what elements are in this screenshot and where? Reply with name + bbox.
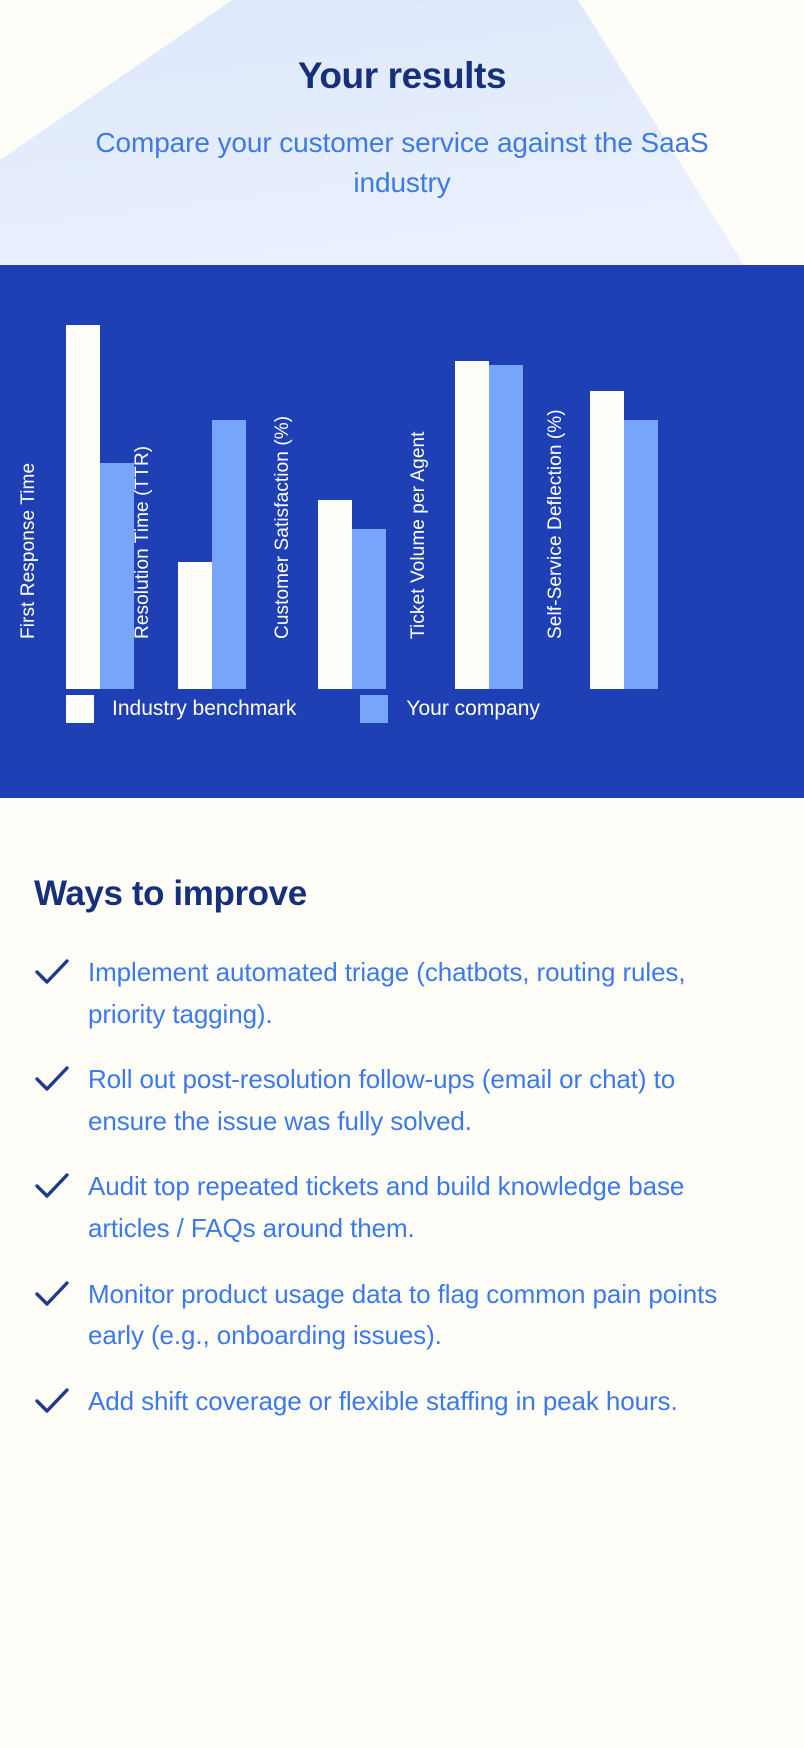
bar-group-label: Customer Satisfaction (%) xyxy=(272,415,293,639)
chart-legend: Industry benchmark Your company xyxy=(66,695,540,723)
bar-group xyxy=(318,325,386,689)
bar-industry-benchmark xyxy=(178,562,212,689)
bar-industry-benchmark xyxy=(318,500,352,689)
bar-group xyxy=(66,325,134,689)
page-subtitle: Compare your customer service against th… xyxy=(95,126,709,199)
benchmark-chart-panel: First Response Time Resolution Time (TTR)… xyxy=(0,265,804,798)
header-text-block: Your results Compare your customer servi… xyxy=(0,0,804,204)
legend-item: Your company xyxy=(360,695,540,723)
bar-your-company xyxy=(100,463,134,689)
improvement-tip-text: Monitor product usage data to flag commo… xyxy=(88,1278,718,1351)
bar-group-label: First Response Time xyxy=(18,462,39,639)
bar-group-label: Resolution Time (TTR) xyxy=(132,445,153,639)
bar-industry-benchmark xyxy=(455,361,489,689)
page-title: Your results xyxy=(297,55,507,96)
bar-industry-benchmark xyxy=(66,325,100,689)
improvement-tip-text: Roll out post-resolution follow-ups (ema… xyxy=(88,1064,676,1136)
legend-swatch-benchmark xyxy=(66,695,94,723)
check-icon xyxy=(34,952,88,986)
list-item: Audit top repeated tickets and build kno… xyxy=(34,1166,770,1249)
section-title: Ways to improve xyxy=(34,874,307,913)
list-item: Monitor product usage data to flag commo… xyxy=(34,1274,770,1357)
bar-your-company xyxy=(212,420,246,689)
improvement-tip-text: Audit top repeated tickets and build kno… xyxy=(88,1171,685,1243)
bar-group xyxy=(590,325,658,689)
check-icon xyxy=(34,1274,88,1308)
legend-label: Your company xyxy=(406,697,540,720)
header-background-shape xyxy=(0,0,744,265)
legend-swatch-company xyxy=(360,695,389,723)
bar-chart: First Response Time Resolution Time (TTR)… xyxy=(0,265,804,689)
legend-item: Industry benchmark xyxy=(66,695,296,723)
ways-to-improve-section: Ways to improve Implement automated tria… xyxy=(0,798,804,1423)
bar-your-company xyxy=(624,420,658,689)
check-icon xyxy=(34,1059,88,1093)
results-header: Your results Compare your customer servi… xyxy=(0,0,804,265)
list-item: Roll out post-resolution follow-ups (ema… xyxy=(34,1059,770,1142)
improvement-tips-list: Implement automated triage (chatbots, ro… xyxy=(34,952,770,1422)
list-item: Add shift coverage or flexible staffing … xyxy=(34,1381,770,1423)
bar-industry-benchmark xyxy=(590,391,624,689)
list-item: Implement automated triage (chatbots, ro… xyxy=(34,952,770,1035)
bar-group-label: Self-Service Deflection (%) xyxy=(545,409,566,639)
legend-label: Industry benchmark xyxy=(112,697,297,720)
bar-your-company xyxy=(352,529,386,689)
bar-group-label: Ticket Volume per Agent xyxy=(408,431,429,639)
bar-group xyxy=(455,325,523,689)
check-icon xyxy=(34,1166,88,1200)
improvement-tip-text: Implement automated triage (chatbots, ro… xyxy=(88,957,686,1029)
bar-your-company xyxy=(489,365,523,689)
improvement-tip-text: Add shift coverage or flexible staffing … xyxy=(88,1385,678,1416)
check-icon xyxy=(34,1381,88,1415)
bar-group xyxy=(178,325,246,689)
